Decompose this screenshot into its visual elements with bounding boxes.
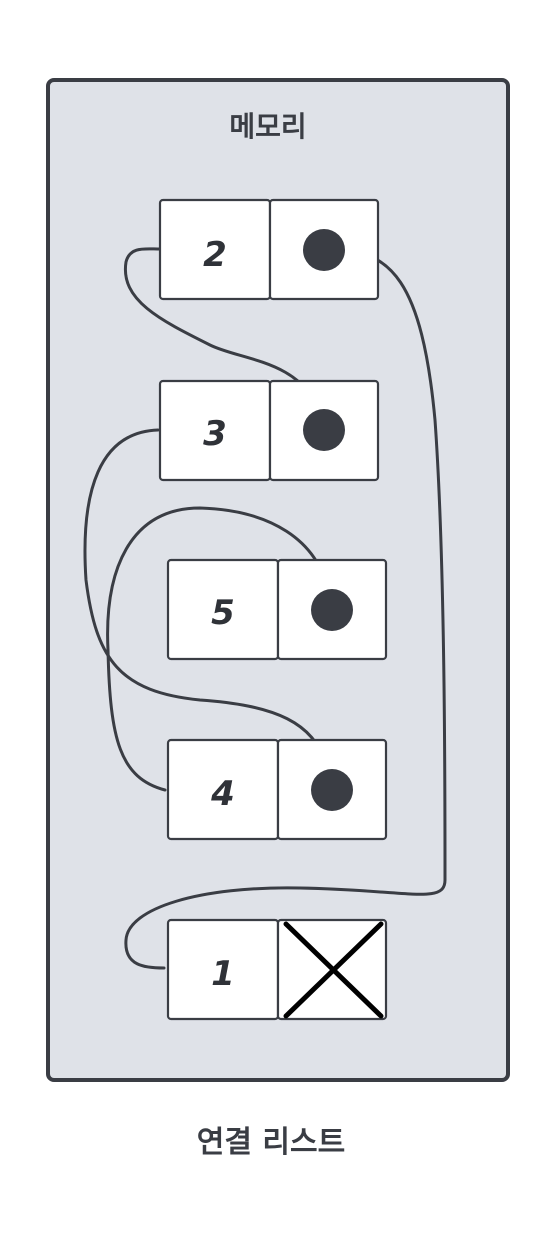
node-2-value: 2 xyxy=(203,235,227,275)
diagram-caption: 연결 리스트 xyxy=(197,1125,345,1160)
link-node5-to-node4 xyxy=(83,428,330,777)
null-cross-icon xyxy=(283,921,384,1019)
node-2-pointer-dot xyxy=(303,229,345,271)
node-1: 1 xyxy=(166,918,388,1021)
node-3-pointer-dot xyxy=(303,409,345,451)
link-node1-to-node3 xyxy=(123,247,320,412)
link-node2-to-node1 xyxy=(124,248,447,970)
node-2: 2 xyxy=(158,198,380,301)
node-5: 5 xyxy=(166,558,388,661)
node-5-value: 5 xyxy=(211,593,235,633)
links xyxy=(83,247,447,970)
node-4: 4 xyxy=(166,738,388,841)
node-5-pointer-dot xyxy=(311,589,353,631)
node-4-value: 4 xyxy=(210,774,235,814)
node-3: 3 xyxy=(158,379,380,482)
memory-title: 메모리 xyxy=(229,110,306,143)
node-1-value: 1 xyxy=(211,954,235,994)
node-3-value: 3 xyxy=(203,414,227,454)
link-node3-to-node5 xyxy=(106,506,330,792)
node-4-pointer-dot xyxy=(311,769,353,811)
